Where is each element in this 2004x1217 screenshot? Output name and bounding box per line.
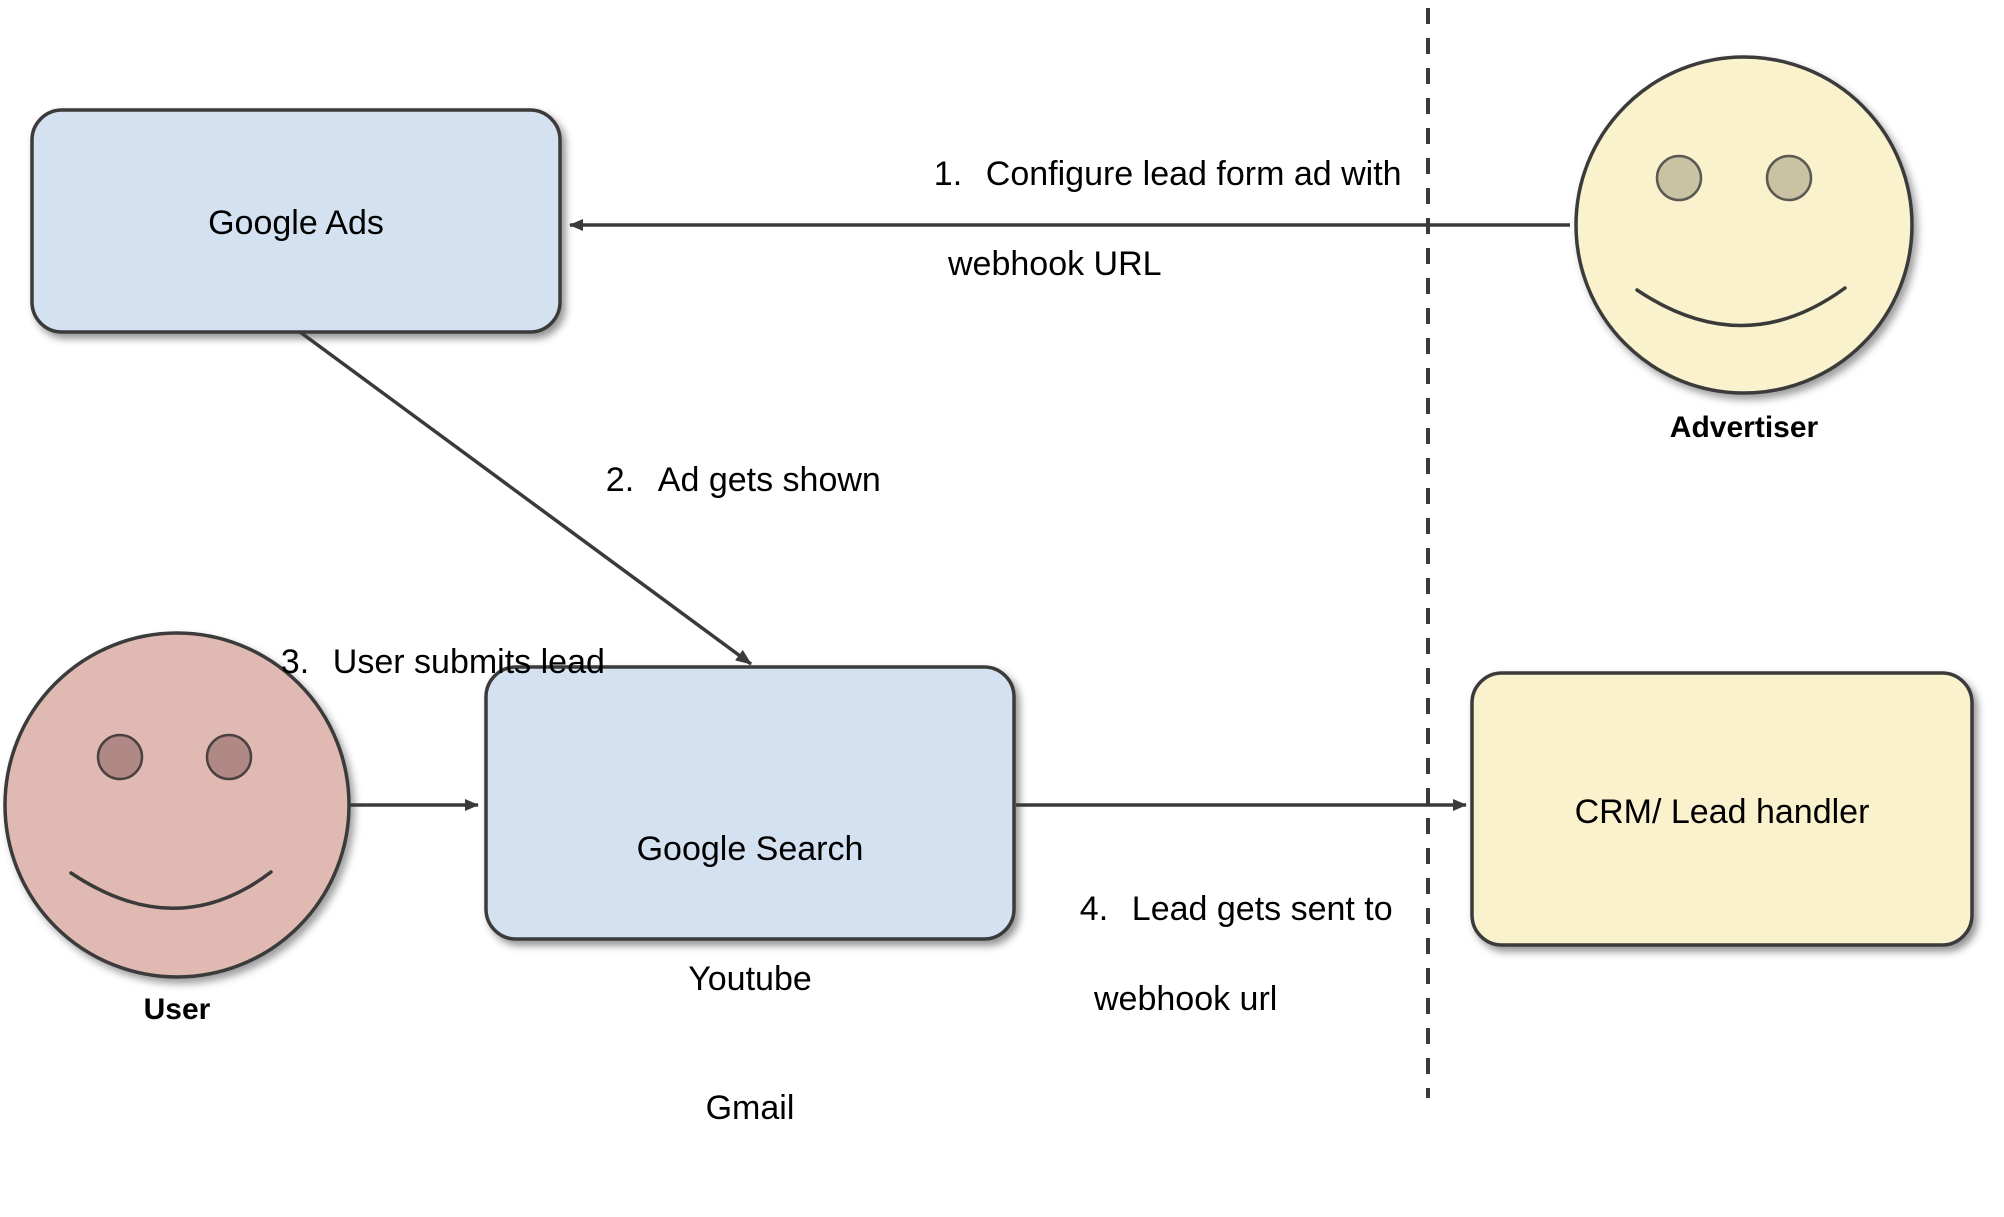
edge-2-arrow bbox=[298, 330, 753, 666]
diagram-canvas: Google Ads Google Search Youtube Gmail C… bbox=[3, 8, 1974, 1128]
edge-4-line-1: Lead gets sent to bbox=[1131, 889, 1393, 928]
advertiser-right-eye-icon bbox=[1765, 154, 1813, 202]
node-user[interactable] bbox=[3, 631, 351, 979]
node-advertiser[interactable] bbox=[1574, 55, 1914, 395]
edge-2-label: 2. Ad gets shown bbox=[568, 413, 881, 548]
edge-4-line-2: webhook url bbox=[1094, 979, 1278, 1018]
edge-3-label: 3. User submits lead bbox=[243, 595, 605, 730]
user-right-eye-icon bbox=[205, 733, 253, 781]
edge-2-number: 2. bbox=[605, 460, 635, 499]
crm-lead-handler-box[interactable] bbox=[1470, 671, 1974, 947]
user-smile-icon bbox=[69, 870, 273, 910]
edge-4-label: 4. Lead gets sent to webhook url bbox=[1042, 842, 1393, 1111]
google-properties-box[interactable] bbox=[484, 665, 1016, 941]
advertiser-smile-icon bbox=[1635, 286, 1847, 328]
edge-2-line-1: Ad gets shown bbox=[657, 460, 881, 499]
edge-3-number: 3. bbox=[280, 642, 310, 681]
edge-3-line-1: User submits lead bbox=[332, 642, 605, 681]
node-google-properties[interactable] bbox=[484, 665, 1016, 941]
advertiser-face-circle[interactable] bbox=[1574, 55, 1914, 395]
edge-4-number: 4. bbox=[1079, 889, 1109, 928]
edge-1-number: 1. bbox=[933, 154, 963, 193]
advertiser-left-eye-icon bbox=[1655, 154, 1703, 202]
edge-1-line-2: webhook URL bbox=[948, 244, 1162, 283]
advertiser-name-label: Advertiser bbox=[1669, 411, 1819, 444]
user-left-eye-icon bbox=[96, 733, 144, 781]
edge-1-line-1: Configure lead form ad with bbox=[985, 154, 1402, 193]
node-crm-lead-handler[interactable] bbox=[1470, 671, 1974, 947]
google-ads-box[interactable] bbox=[30, 108, 562, 334]
node-google-ads[interactable] bbox=[30, 108, 562, 334]
flow-diagram-svg bbox=[3, 8, 1974, 1098]
user-name-label: User bbox=[143, 993, 211, 1026]
edge-1-label: 1. Configure lead form ad with webhook UR… bbox=[896, 107, 1402, 376]
